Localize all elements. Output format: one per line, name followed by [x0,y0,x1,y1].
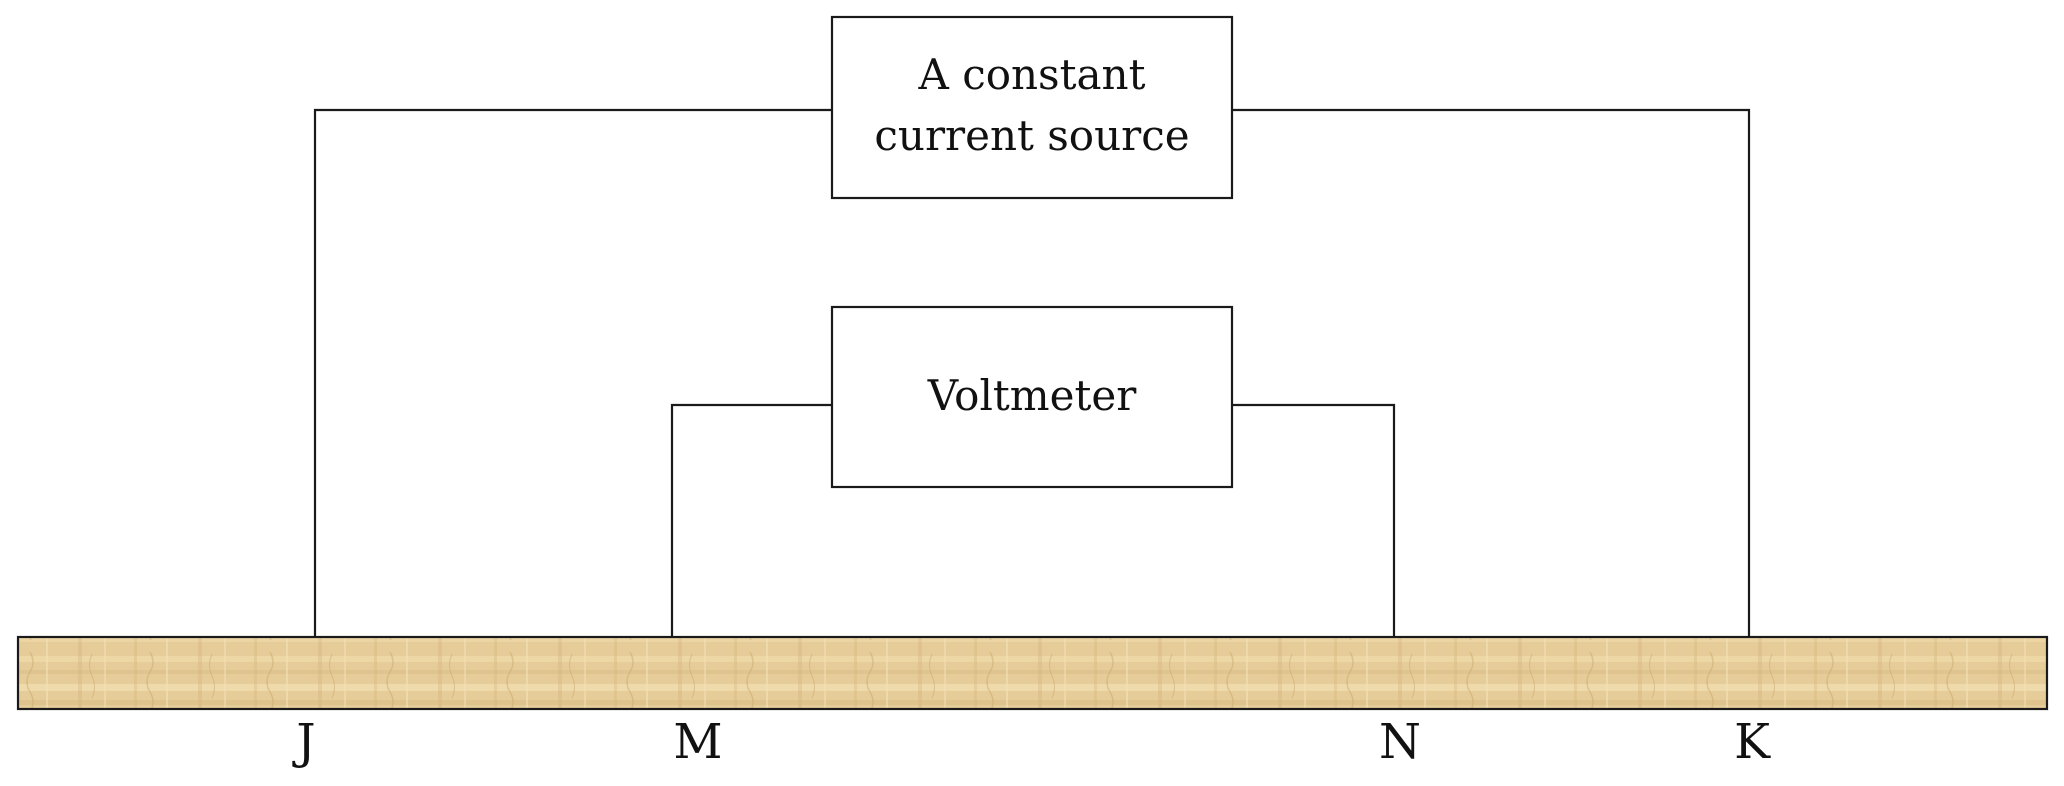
terminal-label-j: J [291,714,315,770]
voltmeter-wire-right [1232,403,1396,637]
terminal-label-m: M [673,714,722,770]
voltmeter-wire-left [670,403,832,637]
terminal-label-n: N [1379,714,1421,770]
current-source-label-line2: current source [874,111,1189,160]
wooden-rod [16,635,2049,711]
terminal-label-k: K [1734,714,1771,770]
voltmeter-box: Voltmeter [830,305,1234,489]
voltmeter-label: Voltmeter [927,371,1137,420]
source-wire-left [313,108,832,637]
current-source-label-line1: A constant [918,50,1146,99]
current-source-box: A constant current source [830,15,1234,200]
source-wire-right [1232,108,1751,637]
